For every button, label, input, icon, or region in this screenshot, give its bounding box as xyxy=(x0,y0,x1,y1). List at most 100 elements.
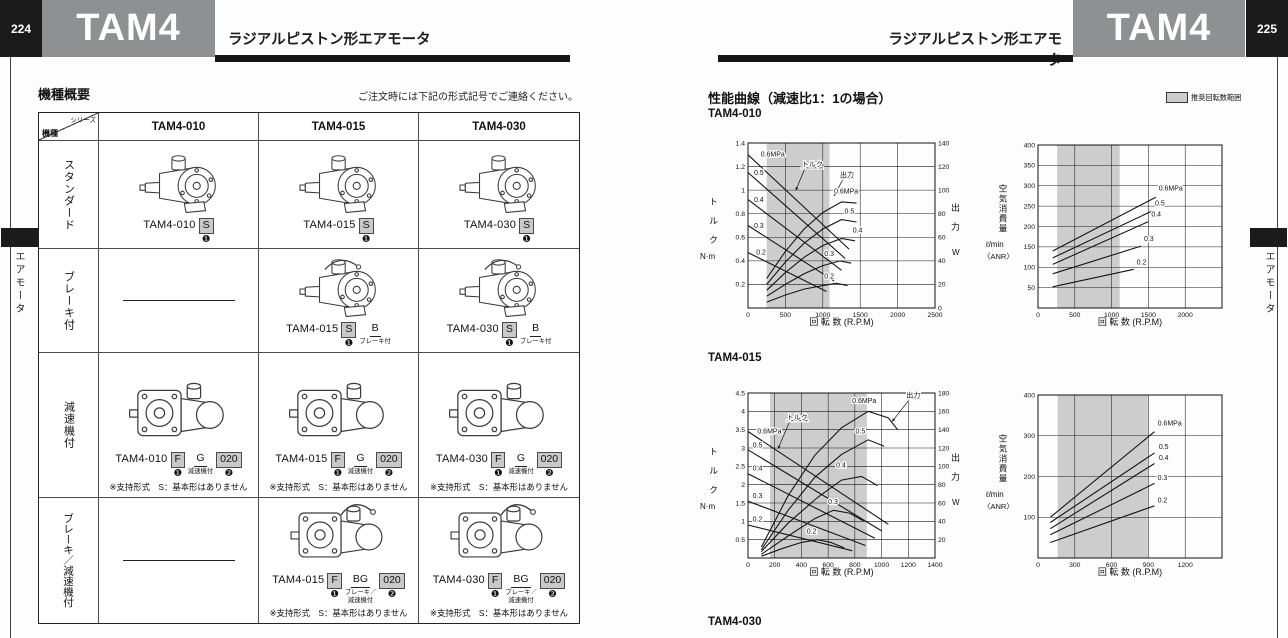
model-text: TAM4-015 xyxy=(303,218,356,231)
support-type-note: ※支持形式 S：基本形はありません xyxy=(269,482,408,492)
marker-1: ❶ xyxy=(201,233,211,245)
svg-text:0.5: 0.5 xyxy=(736,537,746,544)
marker-1: ❶ xyxy=(490,588,500,600)
svg-text:2.5: 2.5 xyxy=(736,464,746,471)
svg-text:1200: 1200 xyxy=(901,562,916,569)
svg-text:0.4: 0.4 xyxy=(754,197,764,204)
svg-text:200: 200 xyxy=(1024,474,1036,481)
gear-motor-illustration xyxy=(128,382,224,437)
chart-group-title-tam4-030: TAM4-030 xyxy=(708,616,762,628)
svg-text:400: 400 xyxy=(1024,392,1036,399)
code-token: 020 xyxy=(539,572,566,589)
page-edge-line-right xyxy=(1277,57,1278,638)
svg-text:2: 2 xyxy=(741,482,745,489)
row-label-gear: 減速機付 xyxy=(39,353,99,498)
code-token: S xyxy=(519,217,535,234)
svg-text:300: 300 xyxy=(1024,433,1036,440)
x-axis-title: 回 転 数 (R.P.M) xyxy=(1097,317,1163,327)
svg-text:60: 60 xyxy=(938,500,946,507)
code-token: F xyxy=(487,572,503,589)
svg-text:1200: 1200 xyxy=(1178,562,1193,569)
svg-text:140: 140 xyxy=(938,427,950,434)
svg-text:0.5: 0.5 xyxy=(856,428,866,435)
model-text: TAM4-010 xyxy=(115,452,168,465)
svg-text:1000: 1000 xyxy=(1104,312,1119,319)
marker-1: ❶ xyxy=(493,467,503,479)
svg-text:150: 150 xyxy=(1024,244,1036,251)
svg-text:400: 400 xyxy=(796,562,808,569)
chart-group-title-tam4-010: TAM4-010 xyxy=(708,108,762,120)
svg-text:60: 60 xyxy=(938,235,946,242)
svg-text:0.2: 0.2 xyxy=(756,249,766,256)
page-edge-line-left xyxy=(10,57,11,638)
code-token: BG xyxy=(350,573,371,588)
code-token: G xyxy=(514,452,528,467)
svg-text:0.5: 0.5 xyxy=(753,442,763,449)
svg-text:0.6: 0.6 xyxy=(736,235,746,242)
svg-text:0.3: 0.3 xyxy=(754,223,764,230)
svg-text:0.6MPa: 0.6MPa xyxy=(1159,186,1183,193)
svg-text:20: 20 xyxy=(938,537,946,544)
corner-label-model: 機種 xyxy=(42,129,58,138)
code-token: 020 xyxy=(536,451,563,468)
code-token: G xyxy=(194,452,207,467)
y2-axis-label-power: 出力 xyxy=(950,453,960,491)
brake-gear-motor-illustration xyxy=(285,501,393,571)
svg-text:0.2: 0.2 xyxy=(807,528,817,535)
standard-motor-illustration xyxy=(298,155,376,213)
y2-axis-unit-w: W xyxy=(952,248,960,257)
svg-text:400: 400 xyxy=(1024,142,1036,149)
svg-text:100: 100 xyxy=(1024,265,1036,272)
code-annotation: 減速機付 xyxy=(187,467,214,475)
svg-text:500: 500 xyxy=(1069,312,1081,319)
svg-text:3.5: 3.5 xyxy=(736,427,746,434)
standard-motor-illustration xyxy=(459,155,536,213)
y-axis-unit-nm: N·m xyxy=(700,502,716,511)
svg-text:トルク: トルク xyxy=(787,413,808,421)
svg-text:1500: 1500 xyxy=(1141,312,1156,319)
svg-text:0.5: 0.5 xyxy=(844,209,854,216)
svg-text:1.5: 1.5 xyxy=(736,500,746,507)
code-token: S xyxy=(501,321,517,338)
svg-text:0: 0 xyxy=(746,562,750,569)
svg-text:0.6MPa: 0.6MPa xyxy=(761,152,785,159)
y-axis-unit-lmin: ℓ/min xyxy=(986,240,1004,249)
gear-motor-illustration xyxy=(288,382,384,437)
svg-text:20: 20 xyxy=(938,282,946,289)
svg-text:160: 160 xyxy=(938,409,950,416)
y-axis-label-air: 空気消費量 xyxy=(998,184,1008,234)
section-title-overview: 機種概要 xyxy=(38,87,91,102)
svg-text:0: 0 xyxy=(1036,562,1040,569)
svg-text:50: 50 xyxy=(1027,285,1035,292)
svg-text:100: 100 xyxy=(938,187,950,194)
table-cell-empty xyxy=(99,249,259,353)
y-axis-unit-nm: N·m xyxy=(700,252,716,261)
model-text: TAM4-030 xyxy=(435,452,488,465)
code-token: 020 xyxy=(379,572,405,589)
code-token: 020 xyxy=(376,451,402,468)
svg-text:0: 0 xyxy=(746,312,750,319)
marker-1: ❶ xyxy=(505,337,514,349)
row-label-brake: ブレーキ付 xyxy=(39,249,99,353)
svg-text:250: 250 xyxy=(1024,203,1036,210)
svg-text:0.4: 0.4 xyxy=(736,258,746,265)
not-available-dash xyxy=(122,559,235,561)
support-type-note: ※支持形式 S：基本形はありません xyxy=(269,608,408,618)
page-subtitle-right: ラジアルピストン形エアモータ xyxy=(888,32,1062,69)
svg-text:0.5: 0.5 xyxy=(1155,200,1165,207)
y2-axis-label-power: 出力 xyxy=(950,203,960,241)
svg-text:600: 600 xyxy=(1106,562,1118,569)
gear-motor-illustration xyxy=(449,382,544,437)
svg-text:2000: 2000 xyxy=(1178,312,1193,319)
code-annotation: ブレーキ／ xyxy=(344,588,377,596)
